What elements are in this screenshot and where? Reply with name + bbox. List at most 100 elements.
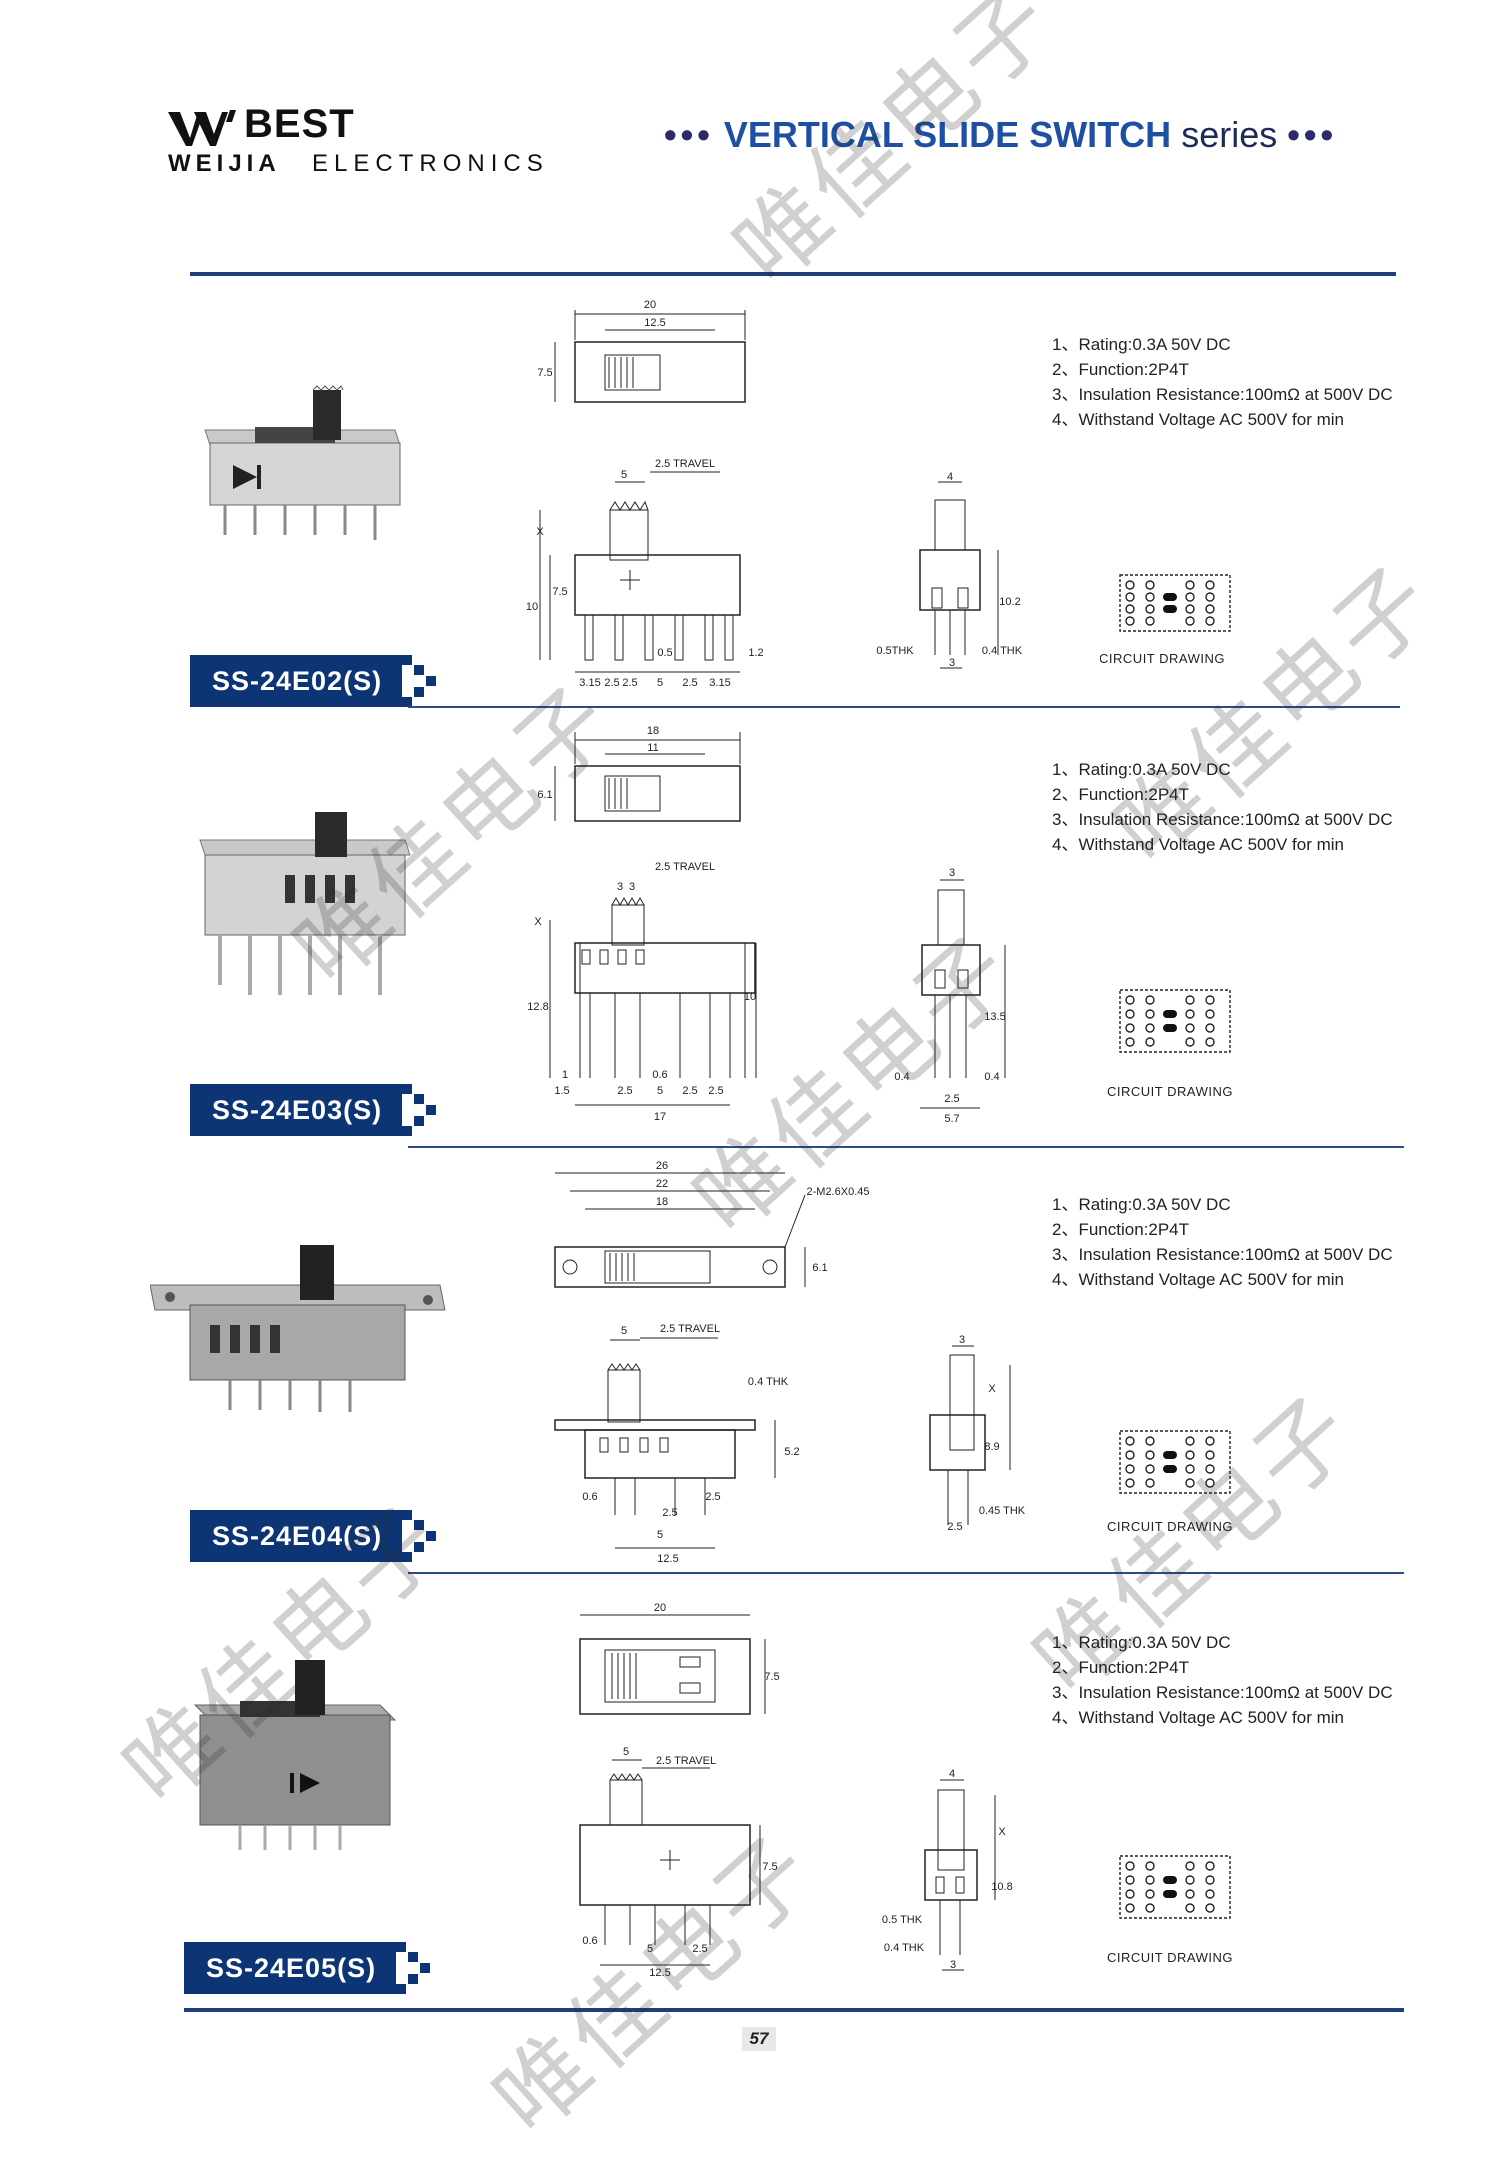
dim-label: 2.5 TRAVEL (655, 458, 715, 470)
dim-label: 0.6 (582, 1491, 597, 1503)
dim-label: 20 (644, 299, 656, 311)
spec-item: 1、Rating:0.3A 50V DC (1052, 1633, 1231, 1652)
model-tag-arrow-icon (402, 1084, 436, 1136)
spec-item: 4、Withstand Voltage AC 500V for min (1052, 410, 1344, 429)
dim-label: 2.5 (705, 1491, 720, 1503)
dim-label: 3 (950, 1959, 956, 1971)
top-view-drawing: 18 11 6.1 (537, 725, 741, 822)
dim-label: 10 (744, 991, 756, 1003)
dim-label: 0.6 (652, 1069, 667, 1081)
dim-label: 7.5 (764, 1671, 779, 1683)
dim-label: 2.5 TRAVEL (660, 1323, 720, 1335)
product-photo-ss24e02 (195, 385, 415, 545)
spec-item: 2、Function:2P4T (1052, 360, 1190, 379)
spec-item: 3、Insulation Resistance:100mΩ at 500V DC (1052, 810, 1393, 829)
dim-label: 18 (656, 1196, 668, 1208)
dim-label: 17 (654, 1111, 666, 1123)
spec-list: 1、Rating:0.3A 50V DC 2、Function:2P4T 3、I… (1052, 1630, 1393, 1730)
spec-item: 2、Function:2P4T (1052, 1658, 1190, 1677)
spec-item: 4、Withstand Voltage AC 500V for min (1052, 835, 1344, 854)
dim-label: 7.5 (762, 1861, 777, 1873)
dim-label: 6.1 (537, 789, 552, 801)
dim-label: 3.15 (579, 677, 600, 689)
dim-label: 0.4 (894, 1071, 909, 1083)
front-view-drawing: 5 2.5 TRAVEL 7.5 0.6 5 2.5 12.5 (579, 1746, 778, 1979)
dim-label: 2.5 TRAVEL (655, 861, 715, 873)
dim-label: 4 (947, 471, 953, 483)
dim-label: 12.5 (644, 317, 665, 329)
dim-label: 10.8 (991, 1881, 1012, 1893)
spec-item: 2、Function:2P4T (1052, 785, 1190, 804)
model-tag-arrow-icon (402, 1510, 436, 1562)
top-view-drawing: 20 7.5 (579, 1602, 780, 1715)
top-view-drawing: 26 22 18 2-M2.6X0.45 6.1 (554, 1160, 869, 1288)
dim-label: 13.5 (984, 1011, 1005, 1023)
circuit-drawing: CIRCUIT DRAWING (1107, 1855, 1233, 1965)
dim-label: 0.4 THK (884, 1942, 925, 1954)
dim-label: 5.2 (784, 1446, 799, 1458)
dim-label: 2.5 (682, 1085, 697, 1097)
spec-list: 1、Rating:0.3A 50V DC 2、Function:2P4T 3、I… (1052, 332, 1393, 432)
dim-label: 3 (629, 881, 635, 893)
dim-label: 2.5 (708, 1085, 723, 1097)
dim-label: 5 (623, 1746, 629, 1758)
dim-label: 3 (949, 867, 955, 879)
brand-name: BEST (244, 102, 355, 146)
circuit-drawing-label: CIRCUIT DRAWING (1107, 1950, 1233, 1965)
series-dots-left: ••• (664, 114, 714, 155)
circuit-drawing: CIRCUIT DRAWING (1107, 989, 1232, 1099)
dim-label: 0.5THK (876, 645, 914, 657)
dim-label: X (534, 916, 542, 928)
dim-label: 18 (647, 725, 659, 737)
spec-item: 4、Withstand Voltage AC 500V for min (1052, 1708, 1344, 1727)
product-photo-ss24e05 (190, 1655, 410, 1855)
front-view-drawing: 3 3 2.5 TRAVEL X 12.8 10 1 0.6 1.5 2.5 5… (527, 861, 757, 1123)
side-view-drawing: 4 10.2 0.5THK 0.4 THK 3 (876, 471, 1023, 669)
side-view-drawing: 4 X 10.8 0.5 THK 0.4 THK 3 (882, 1768, 1013, 1971)
dim-label: 2.5 (604, 677, 619, 689)
dim-label: 0.6 (582, 1935, 597, 1947)
dim-label: 7.5 (552, 586, 567, 598)
dim-label: X (988, 1383, 996, 1395)
dim-label: 2.5 (682, 677, 697, 689)
spec-item: 4、Withstand Voltage AC 500V for min (1052, 1270, 1344, 1289)
dim-label: X (998, 1826, 1006, 1838)
dim-label: 5 (621, 469, 627, 481)
dim-label: 5 (657, 677, 663, 689)
spec-item: 1、Rating:0.3A 50V DC (1052, 335, 1231, 354)
dim-label: 12.8 (527, 1001, 548, 1013)
circuit-drawing-label: CIRCUIT DRAWING (1107, 1519, 1233, 1534)
spec-item: 3、Insulation Resistance:100mΩ at 500V DC (1052, 1683, 1393, 1702)
dim-label: 2.5 (692, 1943, 707, 1955)
dim-label: 22 (656, 1178, 668, 1190)
dim-label: 0.4 THK (982, 645, 1023, 657)
model-tag: SS-24E05(S) (184, 1942, 396, 1994)
dim-label: 0.5 (657, 647, 672, 659)
model-tag-arrow-icon (396, 1942, 430, 1994)
page-number: 57 (742, 2027, 776, 2051)
circuit-drawing: CIRCUIT DRAWING (1107, 1430, 1233, 1534)
product-photo-ss24e03 (190, 800, 420, 1000)
dim-label: 1.5 (554, 1085, 569, 1097)
dim-label: 5 (657, 1085, 663, 1097)
company-name-rest: ELECTRONICS (312, 150, 549, 177)
dim-label: 0.45 THK (979, 1505, 1026, 1517)
header-divider (190, 272, 1396, 276)
dim-label: 10 (526, 601, 538, 613)
series-dots-right: ••• (1287, 114, 1338, 155)
footer-divider (184, 2008, 1404, 2012)
spec-list: 1、Rating:0.3A 50V DC 2、Function:2P4T 3、I… (1052, 1192, 1393, 1292)
spec-item: 2、Function:2P4T (1052, 1220, 1190, 1239)
dim-label: 11 (647, 742, 658, 754)
section-divider (408, 1572, 1404, 1574)
model-tag: SS-24E03(S) (190, 1084, 402, 1136)
circuit-drawing: CIRCUIT DRAWING (1100, 574, 1231, 666)
dim-label: 5 (647, 1943, 653, 1955)
dim-label: 5 (657, 1529, 663, 1541)
dim-label: 1 (562, 1069, 568, 1081)
top-view-drawing: 20 12.5 7.5 (537, 299, 746, 403)
side-view-drawing: 3 13.5 0.4 0.4 2.5 5.7 (894, 867, 1005, 1125)
dim-label: 20 (654, 1602, 666, 1614)
spec-item: 1、Rating:0.3A 50V DC (1052, 1195, 1231, 1214)
side-view-drawing: 3 X 8.9 0.45 THK 2.5 (929, 1334, 1026, 1533)
